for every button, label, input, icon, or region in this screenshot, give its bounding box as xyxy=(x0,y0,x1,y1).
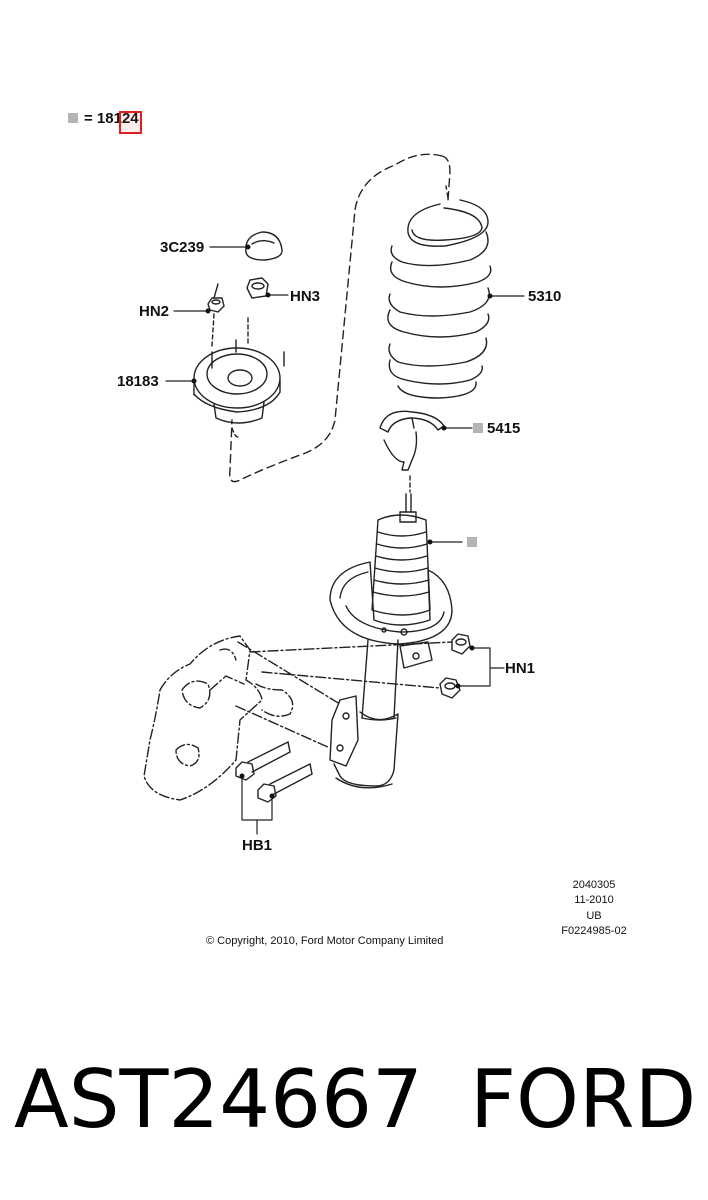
nuts-hn1 xyxy=(439,633,471,699)
label-hb1: HB1 xyxy=(242,837,273,854)
spring-seat-plate xyxy=(329,561,453,645)
insulator-square-marker xyxy=(473,423,483,433)
info-block: 2040305 11-2010 UB F0224985-02 xyxy=(548,878,640,940)
top-cap-3c239 xyxy=(245,231,283,261)
label-3c239: 3C239 xyxy=(160,239,205,256)
copyright-text: © Copyright, 2010, Ford Motor Company Li… xyxy=(206,935,444,947)
dashed-group-outline xyxy=(229,153,451,483)
legend-text: = 18124 xyxy=(84,110,139,127)
label-5310: 5310 xyxy=(528,288,562,305)
info-line-4: F0224985-02 xyxy=(561,925,627,938)
label-18183: 18183 xyxy=(117,373,159,390)
part-number: AST24667 xyxy=(14,1053,423,1146)
exploded-strut-diagram xyxy=(143,153,525,835)
info-line-2: 11-2010 xyxy=(574,894,614,907)
highlight-box[interactable] xyxy=(119,111,142,134)
info-line-3: UB xyxy=(586,909,602,922)
dust-boot xyxy=(371,514,431,616)
legend-square-marker xyxy=(68,113,78,123)
leader-dots xyxy=(191,244,493,799)
spring-insulator-5415 xyxy=(379,410,445,493)
steering-knuckle xyxy=(143,635,453,801)
top-mount-18183 xyxy=(193,313,285,438)
bolts-hb1 xyxy=(235,741,313,803)
boot-square-marker xyxy=(467,537,477,547)
leader-lines xyxy=(165,246,525,835)
nut-hn3 xyxy=(246,277,269,299)
strut-body xyxy=(329,639,433,789)
coil-spring-5310 xyxy=(387,185,492,399)
nut-hn2 xyxy=(207,283,225,313)
label-5415: 5415 xyxy=(487,420,521,437)
info-line-1: 2040305 xyxy=(572,879,616,891)
piston-rod xyxy=(399,493,417,523)
label-hn3: HN3 xyxy=(290,288,321,305)
brand-name: FORD xyxy=(470,1053,697,1146)
label-hn1: HN1 xyxy=(505,660,536,677)
label-hn2: HN2 xyxy=(139,303,170,320)
